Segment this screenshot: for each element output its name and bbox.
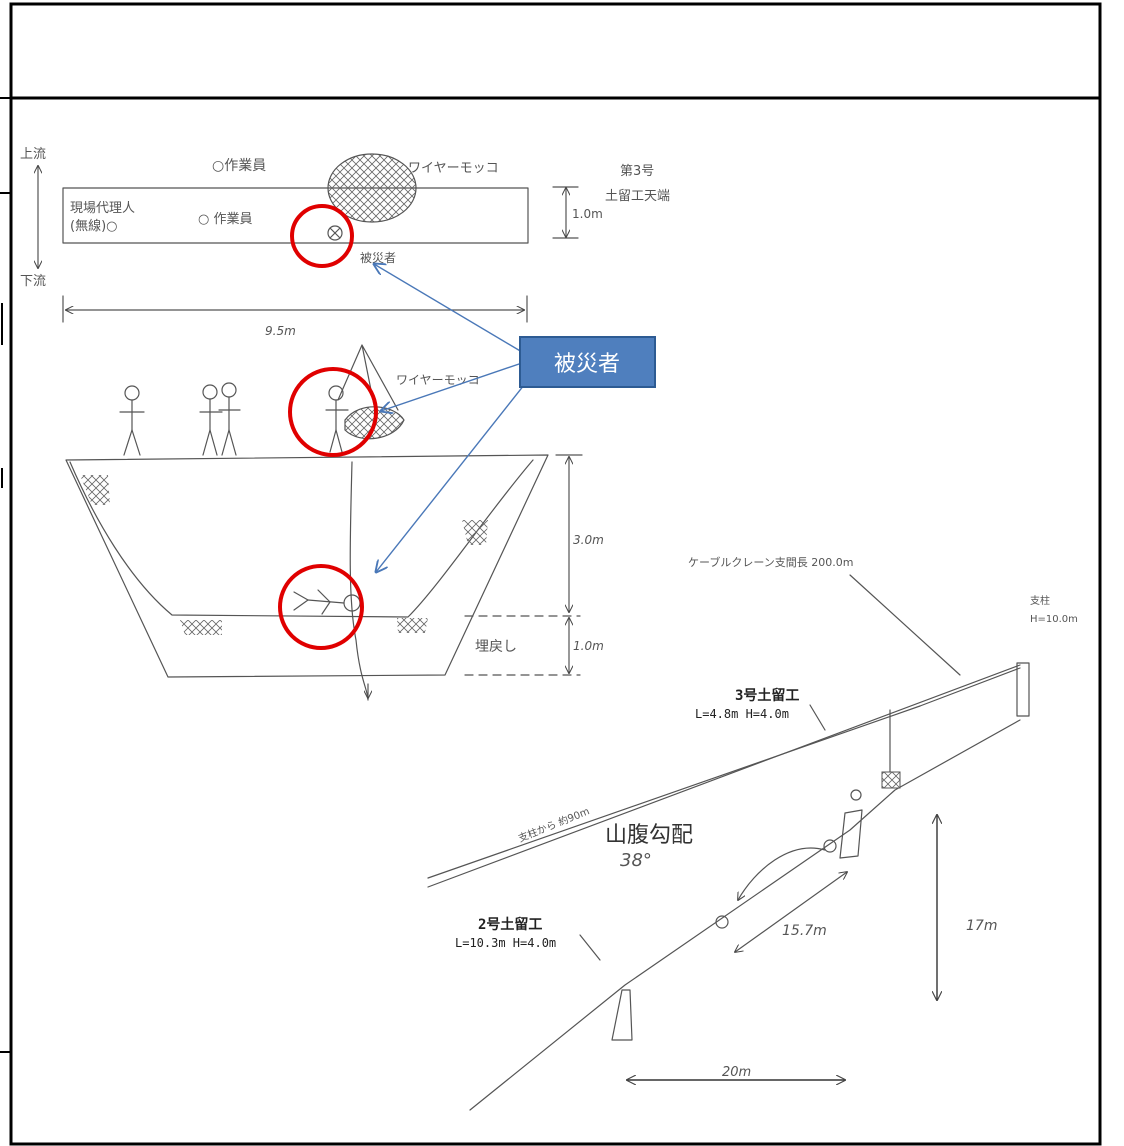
victim-lying-figure — [293, 589, 361, 615]
worker-top-label: ○作業員 — [212, 158, 266, 174]
length-dim: 9.5m — [265, 324, 296, 338]
fall-dim: 15.7m — [782, 923, 827, 939]
wall3-spec: L=4.8m H=4.0m — [695, 707, 789, 721]
wall3-title: 3号土留工 — [735, 687, 799, 704]
highlight-standing — [288, 367, 378, 457]
victim-callout: 被災者 — [519, 336, 656, 388]
victim-highlights — [278, 204, 378, 650]
slope-angle: 38° — [620, 850, 652, 871]
wire-basket-section-label: ワイヤーモッコ — [396, 373, 480, 387]
victim-callout-label: 被災者 — [554, 352, 620, 377]
worker-figures — [119, 382, 241, 456]
callout-arrows — [374, 264, 529, 572]
downstream-label: 下流 — [20, 274, 46, 289]
section-view: ワイヤーモッコ 3.0m — [65, 344, 604, 701]
slope-view: 支柱 H=10.0m ケーブルクレーン支間長 200.0m 3号土留工 L=4.… — [427, 555, 1078, 1111]
wire-basket-plan — [327, 153, 417, 223]
highlight-plan — [290, 204, 354, 268]
worker-mid-label: ○ 作業員 — [198, 211, 252, 227]
highlight-lying — [278, 564, 364, 650]
pillar-line2: H=10.0m — [1030, 614, 1078, 625]
cable-crane-label: ケーブルクレーン支間長 200.0m — [688, 555, 854, 569]
depth-dim: 3.0m — [573, 533, 604, 547]
plan-view: 上流 下流 ○作業員 ワイヤーモッコ 現場代理人 (無線)○ ○ 作業員 被災者… — [20, 147, 670, 338]
backfill-dim: 1.0m — [573, 639, 604, 653]
table-frame — [0, 2, 1102, 1146]
slope-label: 山腹勾配 — [605, 823, 693, 848]
width-dim: 1.0m — [572, 207, 603, 221]
victim-plan-label: 被災者 — [360, 251, 396, 265]
wall2-title: 2号土留工 — [478, 916, 542, 933]
victim-plan-symbol — [327, 225, 343, 241]
upstream-label: 上流 — [20, 147, 46, 162]
horizontal-dim: 20m — [722, 1065, 751, 1080]
structure-line1: 第3号 — [620, 164, 654, 179]
victim-standing-figure — [325, 385, 349, 453]
structure-line2: 土留工天端 — [605, 189, 670, 204]
height-dim: 17m — [966, 918, 997, 934]
backfill-label: 埋戻し — [475, 639, 517, 655]
site-agent-line2: (無線)○ — [70, 218, 118, 234]
wire-basket-plan-label: ワイヤーモッコ — [408, 161, 499, 176]
pillar-line1: 支柱 — [1030, 594, 1050, 607]
wall2-spec: L=10.3m H=4.0m — [455, 936, 556, 950]
site-agent-line1: 現場代理人 — [70, 201, 135, 216]
